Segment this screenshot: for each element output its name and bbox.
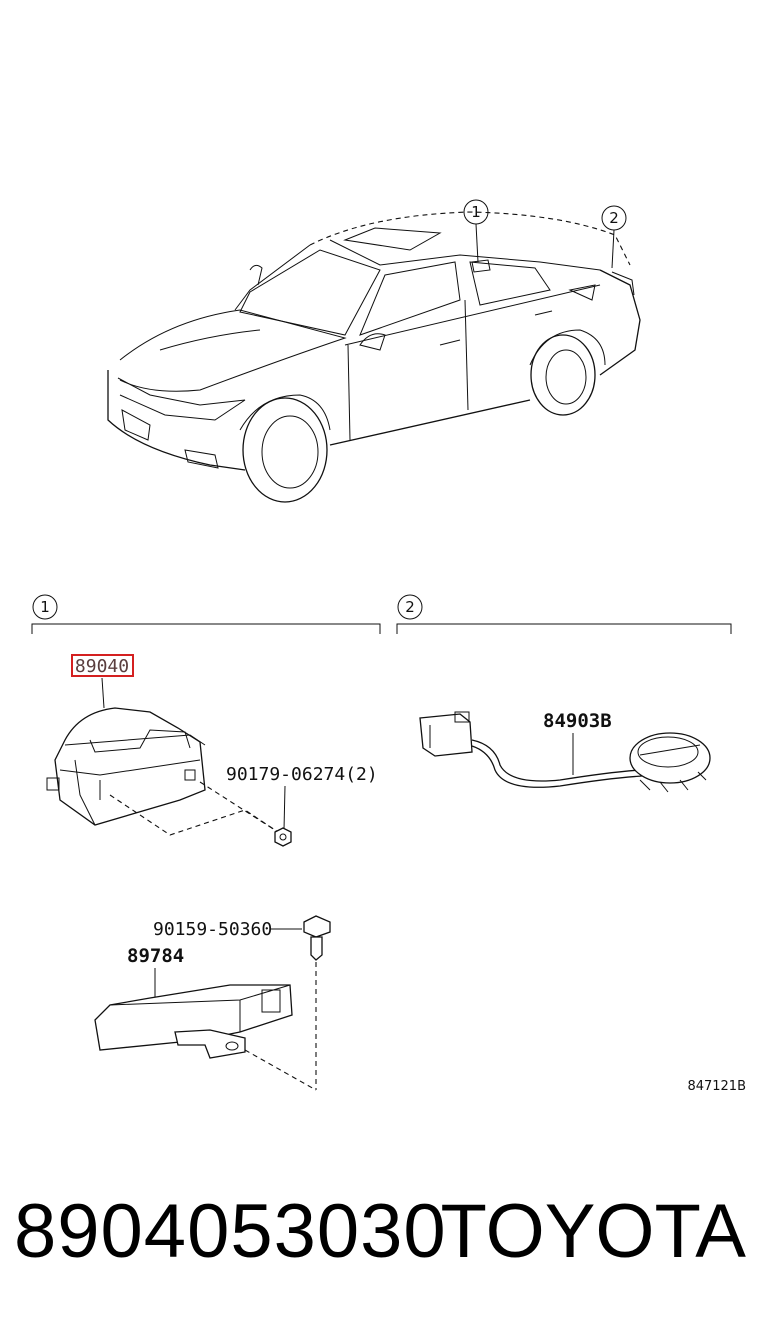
part-84903b-harness: 84903B (419, 710, 711, 793)
reference-code: 847121B (687, 1079, 746, 1094)
brand-text: TOYOTA (440, 1189, 746, 1274)
callout-1-label: 1 (471, 203, 481, 221)
highlight-box (71, 654, 134, 677)
part-bolt-90159: 90159-50360 (153, 915, 331, 1090)
callout-2-label: 2 (609, 209, 619, 227)
car-illustration: 1 2 (107, 199, 641, 503)
parts-diagram: 1 2 1 2 89040 90179-06274(2) (31, 199, 746, 1094)
part-89784-label: 89784 (127, 945, 184, 967)
footer: 8904053030 TOYOTA (0, 1180, 760, 1290)
section-2-header: 2 (396, 594, 732, 634)
section-2-number: 2 (405, 598, 415, 616)
section-1-header: 1 (31, 594, 381, 634)
part-nut-label: 90179-06274(2) (226, 764, 378, 785)
part-number-text: 8904053030 (14, 1189, 447, 1274)
section-1-number: 1 (40, 598, 50, 616)
part-84903b-label: 84903B (543, 710, 612, 732)
part-nut-90179: 90179-06274(2) (226, 764, 378, 847)
part-89784-ecu: 89784 (94, 945, 317, 1091)
part-bolt-label: 90159-50360 (153, 919, 272, 940)
part-89040-label: 89040 (75, 656, 129, 677)
part-89040-module: 89040 (46, 654, 279, 836)
